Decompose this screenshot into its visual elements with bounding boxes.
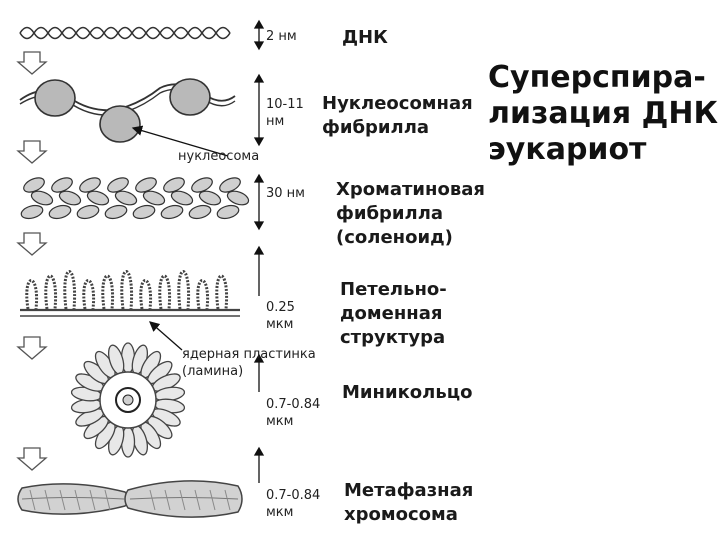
size-label-loop-domain: 0.25 мкм [266, 299, 295, 333]
stage-arrows [18, 52, 46, 470]
stage-label-mini-ring: Миникольцо [342, 381, 472, 405]
callout-lamina: ядерная пластинка (ламина) [182, 346, 316, 380]
down-arrow-2 [18, 141, 46, 163]
size-label-metaphase: 0.7-0.84 мкм [266, 487, 320, 521]
callout-nucleosome: нуклеосома [178, 148, 259, 165]
down-arrow-3 [18, 233, 46, 255]
scale-bar-2 [255, 75, 263, 145]
down-arrow-1 [18, 52, 46, 74]
size-label-nucleosome-fibril: 10-11 нм [266, 96, 304, 130]
scale-bars [255, 21, 263, 483]
stage-label-nucleosome-fibril: Нуклеосомная фибрилла [322, 92, 473, 140]
scale-bar-3 [255, 175, 263, 229]
scale-bar-6 [255, 448, 263, 483]
stage-label-loop-domain: Петельно- доменная структура [340, 278, 447, 350]
stage-label-solenoid: Хроматиновая фибрилла (соленоид) [336, 178, 485, 250]
lamina-pointer [150, 322, 182, 350]
metaphase-chromosome-drawing [18, 481, 242, 517]
size-label-dna: 2 нм [266, 28, 297, 45]
diagram-title: Суперспира- лизация ДНК эукариот [488, 60, 718, 168]
size-label-mini-ring: 0.7-0.84 мкм [266, 396, 320, 430]
size-label-solenoid: 30 нм [266, 185, 305, 202]
nucleosome-bead [100, 106, 140, 142]
scale-bar-4 [255, 247, 263, 296]
nucleosome-fibril-drawing [20, 79, 235, 142]
mini-ring-drawing [71, 343, 186, 457]
stage-label-metaphase: Метафазная хромосома [344, 479, 473, 527]
nucleosome-bead [170, 79, 210, 115]
solenoid-drawing [20, 175, 251, 221]
stage-label-dna: ДНК [342, 26, 388, 50]
down-arrow-5 [18, 448, 46, 470]
loop-domain-drawing [20, 272, 240, 317]
down-arrow-4 [18, 337, 46, 359]
nucleosome-bead [35, 80, 75, 116]
scale-bar-1 [255, 21, 263, 49]
dna-helix-drawing [20, 28, 230, 39]
